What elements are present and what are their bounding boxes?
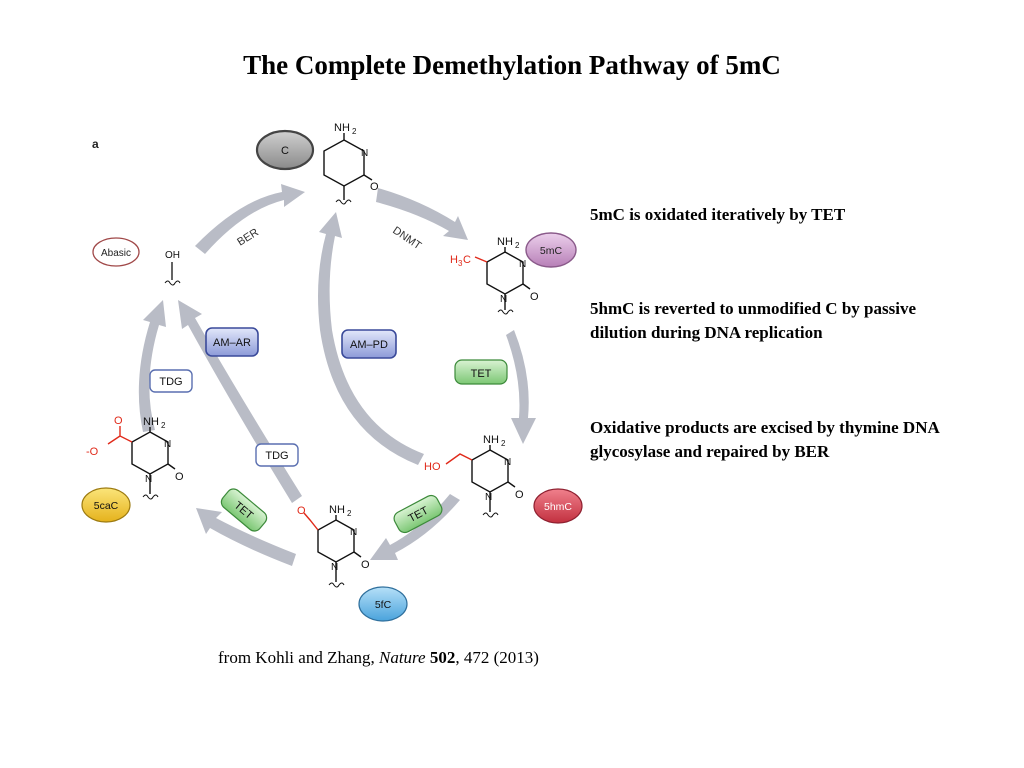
svg-text:TDG: TDG [265, 450, 288, 462]
citation-prefix: from Kohli and Zhang, [218, 648, 379, 667]
arrow-tdg-cac [138, 300, 166, 432]
citation: from Kohli and Zhang, Nature 502, 472 (2… [218, 648, 539, 668]
svg-text:5hmC: 5hmC [544, 501, 572, 513]
svg-text:AM–PD: AM–PD [350, 339, 388, 351]
svg-text:O: O [114, 415, 123, 427]
svg-text:5caC: 5caC [94, 500, 119, 512]
svg-text:NH: NH [483, 434, 499, 446]
node-5mc: 5mC [525, 232, 577, 268]
svg-text:NH: NH [329, 504, 345, 516]
arrow-ampd [318, 212, 424, 465]
enzyme-tet-3: TET [220, 488, 268, 532]
svg-text:TET: TET [471, 368, 492, 380]
enzyme-am-pd: AM–PD [341, 329, 397, 359]
arrow-tet-fc-cac [196, 508, 296, 566]
svg-text:N: N [500, 294, 507, 305]
svg-text:2: 2 [352, 127, 357, 136]
svg-text:HO: HO [424, 461, 441, 473]
svg-text:5fC: 5fC [375, 599, 392, 611]
svg-text:2: 2 [501, 439, 506, 448]
demethylation-pathway-diagram: a DNMT BER TET TET TET TDG [81, 122, 583, 622]
svg-text:NH: NH [497, 236, 513, 248]
arrow-dnmt [376, 188, 468, 240]
svg-text:TDG: TDG [159, 376, 182, 388]
svg-text:NH: NH [143, 416, 159, 428]
structure-5hmc: NH 2 N O N HO [424, 434, 524, 518]
svg-text:O: O [530, 291, 539, 303]
structure-5cac: O -O NH 2 N O N [86, 415, 184, 500]
arrow-tet-mc-hmc [506, 330, 536, 444]
note-tet-oxidation: 5mC is oxidated iteratively by TET [590, 205, 846, 224]
node-5hmc: 5hmC [533, 488, 583, 524]
node-abasic: Abasic [92, 237, 140, 267]
enzyme-dnmt: DNMT [390, 225, 423, 253]
svg-text:3: 3 [458, 259, 463, 268]
node-c: C [255, 129, 315, 171]
enzyme-ber: BER [235, 226, 261, 248]
citation-journal: Nature [379, 648, 426, 667]
citation-rest: , 472 (2013) [455, 648, 539, 667]
svg-text:2: 2 [161, 421, 166, 430]
svg-text:O: O [361, 559, 370, 571]
svg-text:AM–AR: AM–AR [213, 337, 251, 349]
svg-text:N: N [164, 439, 171, 450]
enzyme-tet-2: TET [393, 494, 443, 534]
svg-text:5mC: 5mC [540, 245, 563, 257]
note-passive-dilution: 5hmC is reverted to unmodified C by pass… [590, 299, 916, 342]
svg-text:N: N [350, 527, 357, 538]
svg-text:N: N [504, 457, 511, 468]
node-5cac: 5caC [81, 487, 131, 523]
svg-text:N: N [145, 474, 152, 485]
svg-text:Abasic: Abasic [101, 248, 131, 259]
page-title: The Complete Demethylation Pathway of 5m… [243, 50, 781, 80]
panel-label: a [92, 137, 99, 151]
svg-text:C: C [281, 145, 289, 157]
node-5fc: 5fC [358, 586, 408, 622]
citation-volume: 502 [429, 648, 456, 667]
structure-5mc: NH 2 N O N H 3 C [450, 236, 539, 315]
structure-abasic: OH [164, 250, 181, 286]
svg-text:2: 2 [515, 241, 520, 250]
svg-text:C: C [463, 254, 471, 266]
svg-text:NH: NH [334, 122, 350, 134]
svg-text:N: N [361, 148, 368, 159]
svg-text:O: O [515, 489, 524, 501]
enzyme-tdg-1: TDG [149, 369, 193, 393]
svg-text:O: O [175, 471, 184, 483]
svg-text:O: O [370, 181, 379, 193]
note-tdg-excision: Oxidative products are excised by thymin… [590, 418, 939, 461]
svg-text:-O: -O [86, 446, 99, 458]
svg-text:2: 2 [347, 509, 352, 518]
enzyme-am-ar: AM–AR [205, 327, 259, 357]
svg-text:N: N [485, 492, 492, 503]
svg-text:N: N [519, 259, 526, 270]
svg-text:O: O [297, 505, 306, 517]
structure-cytosine: NH 2 N O [323, 122, 379, 205]
enzyme-tdg-2: TDG [255, 443, 299, 467]
svg-text:H: H [450, 254, 458, 266]
structure-5fc: O NH 2 N O N [297, 504, 370, 588]
svg-text:OH: OH [165, 250, 180, 261]
enzyme-tet-1: TET [454, 359, 508, 385]
arrow-ber [195, 184, 305, 254]
svg-text:N: N [331, 562, 338, 573]
